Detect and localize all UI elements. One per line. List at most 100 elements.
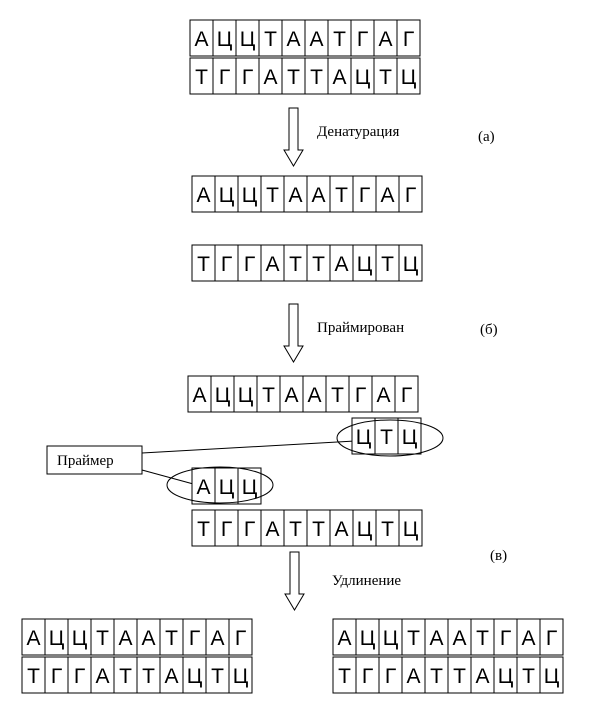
- nucleotide-letter: Ц: [217, 28, 233, 51]
- nucleotide-letter: Т: [407, 627, 420, 650]
- nucleotide-letter: Т: [96, 627, 109, 650]
- nucleotide-letter: А: [378, 28, 392, 51]
- label-step-b: (б): [480, 322, 498, 338]
- nucleotide-letter: А: [265, 518, 279, 541]
- nucleotide-letter: Г: [546, 627, 557, 650]
- nucleotide-letter: Г: [401, 384, 412, 407]
- label-denaturation: Денатурация: [317, 124, 399, 140]
- nucleotide-cell: [398, 509, 423, 547]
- nucleotide-letter: Т: [310, 66, 323, 89]
- nucleotide-letter: Ц: [219, 184, 235, 207]
- nucleotide-letter: А: [332, 66, 346, 89]
- nucleotide-letter: Т: [197, 518, 210, 541]
- nucleotide-letter: Ц: [403, 518, 419, 541]
- nucleotide-letter: Г: [405, 184, 416, 207]
- nucleotide-letter: Т: [119, 665, 132, 688]
- nucleotide-letter: Т: [380, 426, 393, 449]
- label-step-a: (а): [478, 129, 495, 145]
- primer-ellipse-right: [336, 419, 444, 457]
- nucleotide-letter: А: [288, 184, 302, 207]
- nucleotide-letter: А: [380, 184, 394, 207]
- nucleotide-letter: А: [475, 665, 489, 688]
- nucleotide-letter: Ц: [233, 665, 249, 688]
- nucleotide-letter: Т: [264, 28, 277, 51]
- nucleotide-letter: Г: [362, 665, 373, 688]
- nucleotide-letter: Ц: [357, 518, 373, 541]
- nucleotide-letter: Г: [244, 518, 255, 541]
- nucleotide-letter: А: [118, 627, 132, 650]
- nucleotide-letter: Г: [51, 665, 62, 688]
- nucleotide-letter: Ц: [242, 476, 258, 499]
- nucleotide-letter: Ц: [49, 627, 65, 650]
- nucleotide-letter: А: [196, 476, 210, 499]
- label-step-c: (в): [490, 548, 507, 564]
- nucleotide-letter: А: [309, 28, 323, 51]
- nucleotide-letter: Г: [221, 253, 232, 276]
- nucleotide-letter: Ц: [401, 66, 417, 89]
- nucleotide-letter: Г: [355, 384, 366, 407]
- nucleotide-letter: Т: [312, 253, 325, 276]
- label-priming: Праймирован: [317, 320, 404, 336]
- nucleotide-letter: Т: [211, 665, 224, 688]
- nucleotide-letter: А: [376, 384, 390, 407]
- nucleotide-letter: А: [265, 253, 279, 276]
- nucleotide-cell: [394, 375, 419, 413]
- nucleotide-letter: Г: [221, 518, 232, 541]
- nucleotide-letter: А: [521, 627, 535, 650]
- nucleotide-letter: А: [196, 184, 210, 207]
- primer-callout: Праймер: [46, 440, 356, 489]
- nucleotide-letter: Т: [262, 384, 275, 407]
- nucleotide-letter: Ц: [355, 66, 371, 89]
- nucleotide-letter: Г: [74, 665, 85, 688]
- nucleotide-cell: [228, 656, 253, 694]
- nucleotide-letter: Т: [333, 28, 346, 51]
- nucleotide-letter: Т: [430, 665, 443, 688]
- nucleotide-letter: А: [141, 627, 155, 650]
- nucleotide-letter: Г: [500, 627, 511, 650]
- nucleotide-letter: А: [429, 627, 443, 650]
- nucleotide-letter: А: [263, 66, 277, 89]
- nucleotide-letter: Т: [335, 184, 348, 207]
- nucleotide-letter: Т: [142, 665, 155, 688]
- nucleotide-letter: Г: [242, 66, 253, 89]
- nucleotide-letter: Ц: [357, 253, 373, 276]
- nucleotide-letter: А: [311, 184, 325, 207]
- arrow-denaturation: [283, 107, 304, 167]
- nucleotide-letter: А: [337, 627, 351, 650]
- primer-ellipse-left: [166, 466, 274, 504]
- nucleotide-cell: [396, 19, 421, 57]
- nucleotide-letter: Ц: [72, 627, 88, 650]
- nucleotide-letter: А: [452, 627, 466, 650]
- nucleotide-letter: Т: [197, 253, 210, 276]
- nucleotide-letter: Т: [338, 665, 351, 688]
- nucleotide-letter: Ц: [498, 665, 514, 688]
- nucleotide-letter: Ц: [238, 384, 254, 407]
- nucleotide-letter: Т: [453, 665, 466, 688]
- nucleotide-cell: [398, 244, 423, 282]
- nucleotide-letter: Г: [357, 28, 368, 51]
- nucleotide-letter: Г: [189, 627, 200, 650]
- nucleotide-letter: Г: [235, 627, 246, 650]
- nucleotide-letter: А: [194, 28, 208, 51]
- nucleotide-letter: А: [164, 665, 178, 688]
- label-primer: Праймер: [57, 453, 114, 469]
- nucleotide-letter: А: [26, 627, 40, 650]
- nucleotide-letter: А: [192, 384, 206, 407]
- nucleotide-cell: [539, 618, 564, 656]
- nucleotide-cell: [237, 467, 262, 505]
- nucleotide-letter: А: [334, 253, 348, 276]
- nucleotide-letter: А: [406, 665, 420, 688]
- nucleotide-cell: [398, 175, 423, 213]
- nucleotide-letter: Г: [403, 28, 414, 51]
